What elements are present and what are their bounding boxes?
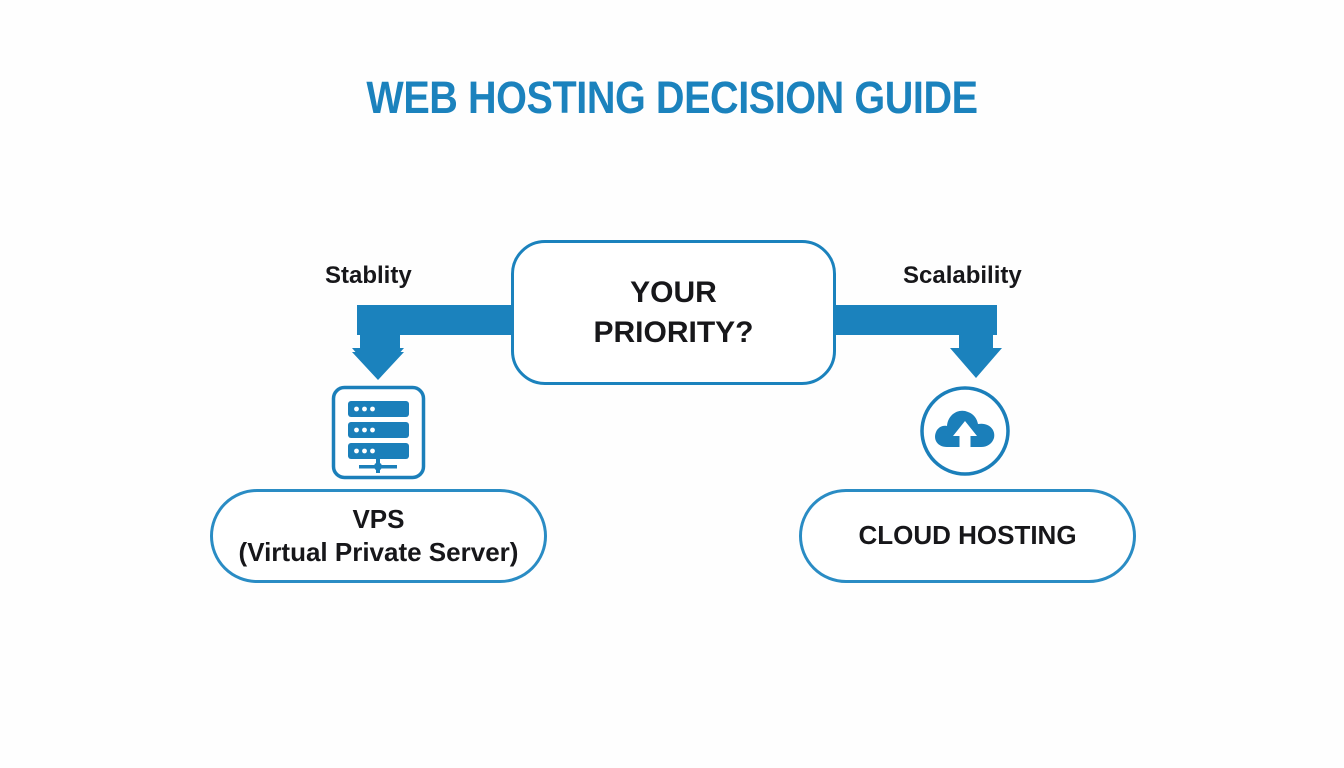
branch-arrow-left — [352, 305, 522, 380]
cloud-upload-icon — [920, 386, 1010, 476]
decision-node-label: YOUR PRIORITY? — [593, 273, 753, 353]
decision-node[interactable]: YOUR PRIORITY? — [511, 240, 836, 385]
branch-arrow-right — [832, 305, 1002, 378]
result-pill-vps[interactable]: VPS (Virtual Private Server) — [210, 489, 547, 583]
result-vps-line-1: VPS — [352, 503, 405, 534]
page-title: WEB HOSTING DECISION GUIDE — [366, 72, 978, 123]
decision-line-1: YOUR — [630, 275, 717, 309]
branch-label-stability: Stablity — [325, 262, 412, 289]
result-vps-line-2: (Virtual Private Server) — [238, 537, 519, 567]
result-pill-vps-label: VPS (Virtual Private Server) — [239, 503, 519, 570]
result-pill-cloud-hosting[interactable]: CLOUD HOSTING — [799, 489, 1136, 583]
result-cloud-line-1: CLOUD HOSTING — [858, 520, 1077, 551]
server-icon — [331, 385, 426, 480]
branch-label-scalability: Scalability — [903, 262, 1022, 289]
decision-line-2: PRIORITY? — [593, 315, 754, 349]
result-pill-cloud-hosting-label: CLOUD HOSTING — [858, 519, 1076, 552]
